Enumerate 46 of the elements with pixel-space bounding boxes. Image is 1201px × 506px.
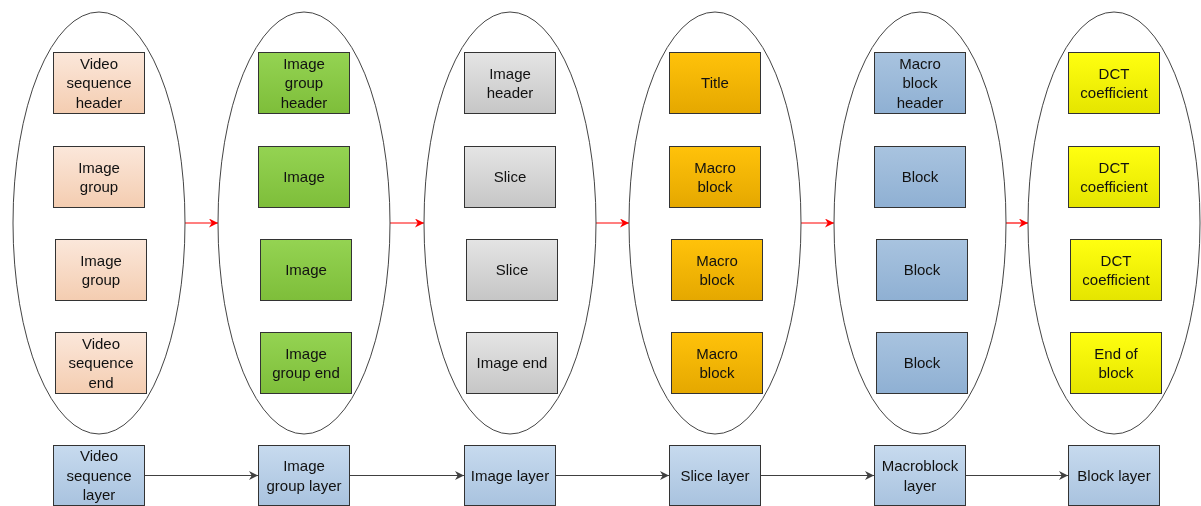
arrow bbox=[389, 218, 425, 228]
element-box: Macro block bbox=[669, 146, 761, 208]
element-box: Image group header bbox=[258, 52, 350, 114]
group-ellipse bbox=[1028, 12, 1200, 434]
group-ellipse bbox=[218, 12, 390, 434]
element-box: Image end bbox=[466, 332, 558, 394]
element-box: DCT coefficient bbox=[1070, 239, 1162, 301]
arrow bbox=[555, 471, 670, 480]
group-ellipse bbox=[834, 12, 1006, 434]
layer-box: Block layer bbox=[1068, 445, 1160, 506]
arrow bbox=[800, 218, 835, 228]
element-box: Image bbox=[258, 146, 350, 208]
layer-box: Image group layer bbox=[258, 445, 350, 506]
element-box: Image group bbox=[53, 146, 145, 208]
element-box: Block bbox=[876, 239, 968, 301]
group-ellipse bbox=[629, 12, 801, 434]
element-box: Image bbox=[260, 239, 352, 301]
element-box: DCT coefficient bbox=[1068, 146, 1160, 208]
element-box: Image header bbox=[464, 52, 556, 114]
arrow bbox=[760, 471, 875, 480]
element-box: Image group end bbox=[260, 332, 352, 394]
arrow bbox=[144, 471, 259, 480]
layer-box: Slice layer bbox=[669, 445, 761, 506]
element-box: DCT coefficient bbox=[1068, 52, 1160, 114]
element-box: End of block bbox=[1070, 332, 1162, 394]
group-ellipse bbox=[424, 12, 596, 434]
arrow bbox=[349, 471, 465, 480]
element-box: Slice bbox=[464, 146, 556, 208]
element-box: Macro block header bbox=[874, 52, 966, 114]
element-box: Block bbox=[876, 332, 968, 394]
arrow bbox=[1005, 218, 1029, 228]
element-box: Video sequence header bbox=[53, 52, 145, 114]
layer-box: Macroblock layer bbox=[874, 445, 966, 506]
arrow bbox=[184, 218, 219, 228]
element-box: Slice bbox=[466, 239, 558, 301]
element-box: Video sequence end bbox=[55, 332, 147, 394]
group-ellipse bbox=[13, 12, 185, 434]
element-box: Block bbox=[874, 146, 966, 208]
arrow bbox=[595, 218, 630, 228]
element-box: Macro block bbox=[671, 239, 763, 301]
element-box: Macro block bbox=[671, 332, 763, 394]
layer-box: Video sequence layer bbox=[53, 445, 145, 506]
element-box: Title bbox=[669, 52, 761, 114]
layer-box: Image layer bbox=[464, 445, 556, 506]
arrow bbox=[965, 471, 1069, 480]
element-box: Image group bbox=[55, 239, 147, 301]
